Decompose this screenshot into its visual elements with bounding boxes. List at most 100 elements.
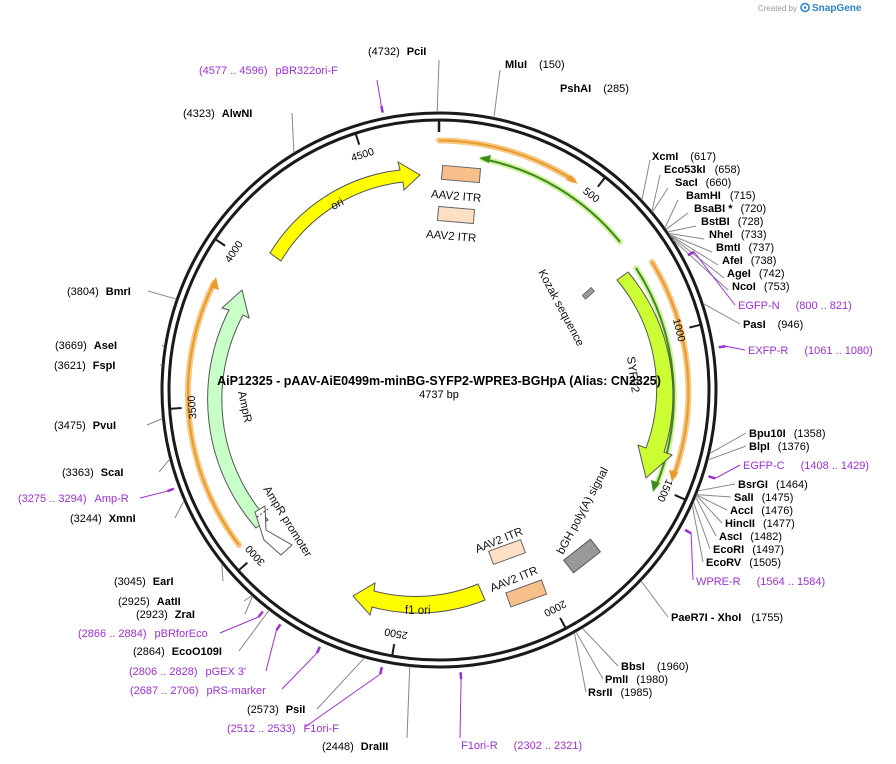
enzyme-leader-line (146, 418, 163, 426)
primer-site[interactable]: (3275 .. 3294)Amp-R (18, 493, 129, 505)
primer-site[interactable]: (4577 .. 4596)pBR322ori-F (199, 65, 338, 77)
enzyme-site[interactable]: (3363)ScaI (62, 467, 123, 479)
feature-aav2-itr-3[interactable] (487, 538, 527, 566)
primer-site[interactable]: (2512 .. 2533)F1ori-F (227, 723, 339, 735)
enzyme-site[interactable]: (3045)EarI (114, 576, 174, 588)
primer-leader-line (459, 679, 462, 739)
enzyme-leader-line (221, 563, 224, 582)
orf-arrowhead-icon (479, 155, 491, 163)
feature-label-kozak: Kozak sequence (535, 268, 586, 349)
feature-aav2-itr-2[interactable] (436, 205, 476, 225)
primer-site[interactable]: F1ori-R(2302 .. 2321) (461, 740, 582, 752)
enzyme-site[interactable]: (3669)AseI (55, 340, 117, 352)
orf-arrowhead-icon (669, 470, 678, 482)
feature-ampr[interactable] (207, 289, 269, 529)
feature-f1-ori[interactable] (352, 582, 486, 617)
enzyme-site[interactable]: AscI(1482) (719, 531, 782, 543)
primer-site[interactable]: EXFP-R(1061 .. 1080) (748, 345, 873, 357)
feature-label-ampr: AmpR (235, 390, 253, 424)
primer-leader-line (281, 652, 318, 690)
enzyme-leader-line (147, 290, 177, 300)
enzyme-site[interactable]: HincII(1477) (725, 518, 795, 530)
primer-site[interactable]: WPRE-R(1564 .. 1584) (696, 576, 825, 588)
primer-marker (708, 475, 716, 480)
enzyme-site[interactable]: NcoI(753) (732, 281, 790, 293)
feature-syfp2[interactable] (616, 271, 674, 479)
enzyme-site[interactable]: PasI(946) (743, 319, 803, 331)
enzyme-site[interactable]: SacI(660) (675, 177, 731, 189)
feature-ori[interactable] (269, 160, 421, 262)
enzyme-leader-line (709, 432, 747, 454)
feature-aav2-itr-4[interactable] (505, 579, 548, 608)
enzyme-site[interactable]: PaeR7I - XhoI(1755) (671, 612, 783, 624)
enzyme-site[interactable]: (3244)XmnI (70, 513, 136, 525)
enzyme-site[interactable]: (3475)PvuI (54, 420, 116, 432)
enzyme-site[interactable]: (4323)AlwNI (183, 108, 252, 120)
primer-leader-line (690, 533, 694, 581)
enzyme-site[interactable]: BsaBI *(720) (694, 203, 766, 215)
enzyme-site[interactable]: EcoRV(1505) (706, 557, 781, 569)
enzyme-site[interactable]: SalI(1475) (734, 492, 793, 504)
enzyme-leader-line (665, 212, 689, 230)
enzyme-site[interactable]: Eco53kI(658) (664, 164, 740, 176)
enzyme-leader-line (291, 112, 295, 153)
primer-site[interactable]: EGFP-C(1408 .. 1429) (743, 460, 869, 472)
enzyme-leader-line (573, 632, 587, 693)
enzyme-site[interactable]: (2864)EcoO109I (133, 646, 222, 658)
enzyme-site[interactable]: (3621)FspI (54, 360, 115, 372)
primer-markers (139, 79, 746, 739)
enzyme-site[interactable]: BbsI(1960) (621, 661, 689, 673)
enzyme-site[interactable]: (2923)ZraI (136, 609, 195, 621)
enzyme-site[interactable]: RsrII(1985) (588, 687, 652, 699)
enzyme-leader-line (316, 657, 365, 710)
enzyme-site[interactable]: (2448)DraIII (322, 741, 388, 753)
enzyme-leader-line (664, 199, 679, 229)
primer-site[interactable]: EGFP-N(800 .. 821) (738, 300, 852, 312)
enzyme-site[interactable]: PmlI(1980) (605, 674, 668, 686)
enzyme-site[interactable]: (3804)BmrI (67, 286, 131, 298)
tick-mark (597, 176, 607, 188)
enzyme-site[interactable]: MluI(150) (505, 59, 565, 71)
primer-marker (379, 666, 384, 675)
enzyme-site[interactable]: BlpI(1376) (749, 441, 810, 453)
primer-marker (380, 105, 384, 113)
enzyme-leader-line (575, 631, 604, 680)
enzyme-site[interactable]: AccI(1476) (730, 505, 793, 517)
enzyme-leader-line (651, 174, 661, 212)
enzyme-leader-line (243, 595, 253, 602)
enzyme-site[interactable]: PshAI(285) (560, 83, 629, 95)
enzyme-leader-line (174, 500, 185, 519)
primer-site[interactable]: (2687 .. 2706)pRS-marker (130, 685, 266, 697)
primer-leader-line (219, 616, 259, 634)
plasmid-title: AiP12325 - pAAV-AiE0499m-minBG-SYFP2-WPR… (217, 374, 661, 388)
enzyme-site[interactable]: (2573)PsiI (247, 704, 305, 716)
enzyme-site[interactable]: AgeI(742) (727, 268, 785, 280)
enzyme-leader-line (695, 494, 723, 524)
enzyme-site[interactable]: (4732)PciI (368, 46, 426, 58)
enzyme-site[interactable]: AfeI(738) (722, 255, 776, 267)
enzyme-site[interactable]: NheI(733) (709, 229, 767, 241)
enzyme-site[interactable]: BmtI(737) (716, 242, 774, 254)
tick-mark (689, 323, 702, 329)
enzyme-leader-line (406, 666, 411, 739)
enzyme-site[interactable]: Bpu10I(1358) (749, 428, 825, 440)
enzyme-leader-line (244, 595, 253, 615)
enzyme-site[interactable]: XcmI(617) (652, 151, 716, 163)
feature-aav2-itr-1[interactable] (440, 164, 482, 184)
enzyme-site[interactable]: BstBI(728) (701, 216, 763, 228)
enzyme-site[interactable]: (2925)AatII (118, 596, 181, 608)
enzyme-leader-line (493, 69, 501, 118)
primer-marker (684, 528, 692, 535)
primer-site[interactable]: (2866 .. 2884)pBRforEco (78, 628, 208, 640)
enzyme-site[interactable]: EcoRI(1497) (713, 544, 784, 556)
primer-marker (275, 623, 282, 631)
feature-ampr-promoter[interactable] (254, 505, 293, 556)
feature-kozak[interactable] (581, 286, 596, 300)
feature-bgh-polya[interactable] (562, 538, 602, 574)
enzyme-site[interactable]: BsrGI(1464) (738, 479, 808, 491)
primer-site[interactable]: (2806 .. 2828)pGEX 3' (129, 666, 246, 678)
enzyme-site[interactable]: BamHI(715) (686, 190, 756, 202)
tick-mark (354, 132, 361, 145)
feature-label-aav2-itr-1: AAV2 ITR (430, 189, 481, 205)
